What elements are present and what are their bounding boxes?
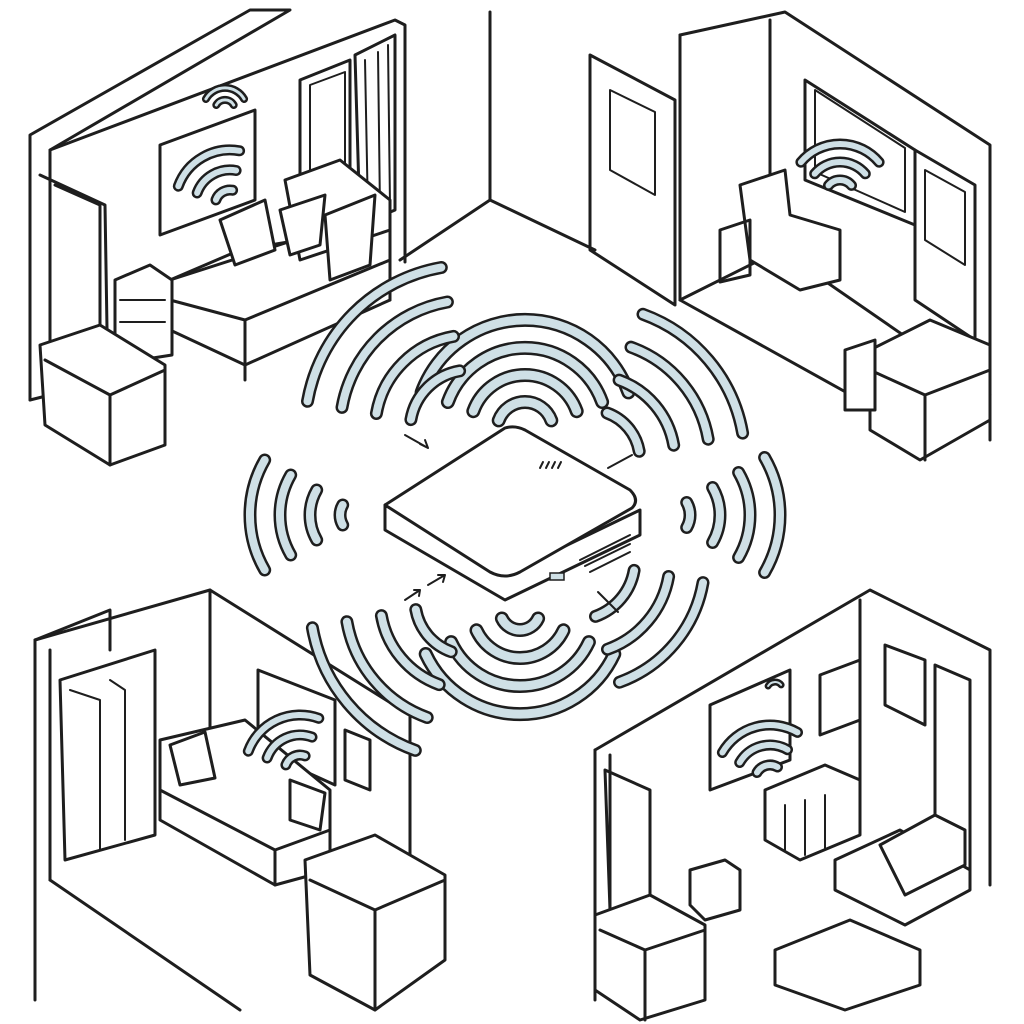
wifi-signal-fill <box>204 86 246 101</box>
wifi-signal-fill <box>719 722 801 756</box>
wifi-signal-fill <box>306 486 321 544</box>
wifi-signal-fill <box>736 742 791 766</box>
wifi-signal-fill <box>175 146 243 190</box>
wifi-signal-fill <box>342 617 432 722</box>
wifi-signal-fill <box>682 498 694 532</box>
room-top-right <box>588 10 992 462</box>
wifi-signal-fill <box>372 332 458 418</box>
wifi-signal-fill <box>494 397 556 425</box>
wifi-signal-fill <box>811 159 869 177</box>
wifi-signal-fill <box>282 752 309 768</box>
wifi-signal-fill <box>338 298 452 412</box>
wifi-signal-fill <box>308 623 420 755</box>
wifi-signal-fill <box>411 605 456 656</box>
background-walls <box>398 10 597 264</box>
wifi-signal-fill <box>497 614 543 635</box>
wifi-signal-fill <box>767 681 783 687</box>
wifi-signal-icon <box>601 570 676 656</box>
wifi-signal-fill <box>734 468 754 562</box>
wifi-signal-fill <box>472 625 568 663</box>
router-port-icon <box>549 572 565 581</box>
arrow-icon <box>404 434 633 613</box>
wifi-signal-fill <box>760 453 785 577</box>
wifi-signal-fill <box>639 310 747 438</box>
router-icon <box>383 425 642 602</box>
wifi-signal-fill <box>446 637 594 691</box>
wifi-signal-fill <box>708 483 724 547</box>
room-top-left <box>28 8 407 467</box>
wifi-signal-fill <box>417 315 633 397</box>
wifi-signal-fill <box>754 762 781 776</box>
wifi-signal-fill <box>336 501 347 529</box>
wifi-signal-fill <box>264 732 315 761</box>
wifi-signal-fill <box>591 566 639 621</box>
wifi-signal-fill <box>603 572 673 654</box>
wifi-signal-fill <box>303 263 446 406</box>
wifi-signal-fill <box>468 370 582 416</box>
room-bottom-left <box>33 588 447 1012</box>
wifi-signal-fill <box>214 98 236 107</box>
wifi-signal-fill <box>797 141 883 166</box>
wifi-signal-fill <box>627 343 713 444</box>
wifi-signal-fill <box>406 366 464 424</box>
wifi-signal-fill <box>194 166 240 196</box>
wifi-signal-waves <box>172 83 885 778</box>
wifi-signal-fill <box>275 471 295 559</box>
wifi-signal-fill <box>615 578 707 687</box>
wifi-signal-fill <box>443 343 607 407</box>
wifi-signal-fill <box>245 456 269 574</box>
wifi-signal-fill <box>245 711 322 755</box>
room-bottom-right <box>593 588 992 1022</box>
wifi-signal-fill <box>615 376 678 450</box>
wifi-signal-fill <box>603 409 644 456</box>
wifi-signal-fill <box>825 177 855 189</box>
wifi-signal-fill <box>377 611 444 689</box>
wifi-signal-fill <box>212 186 236 203</box>
